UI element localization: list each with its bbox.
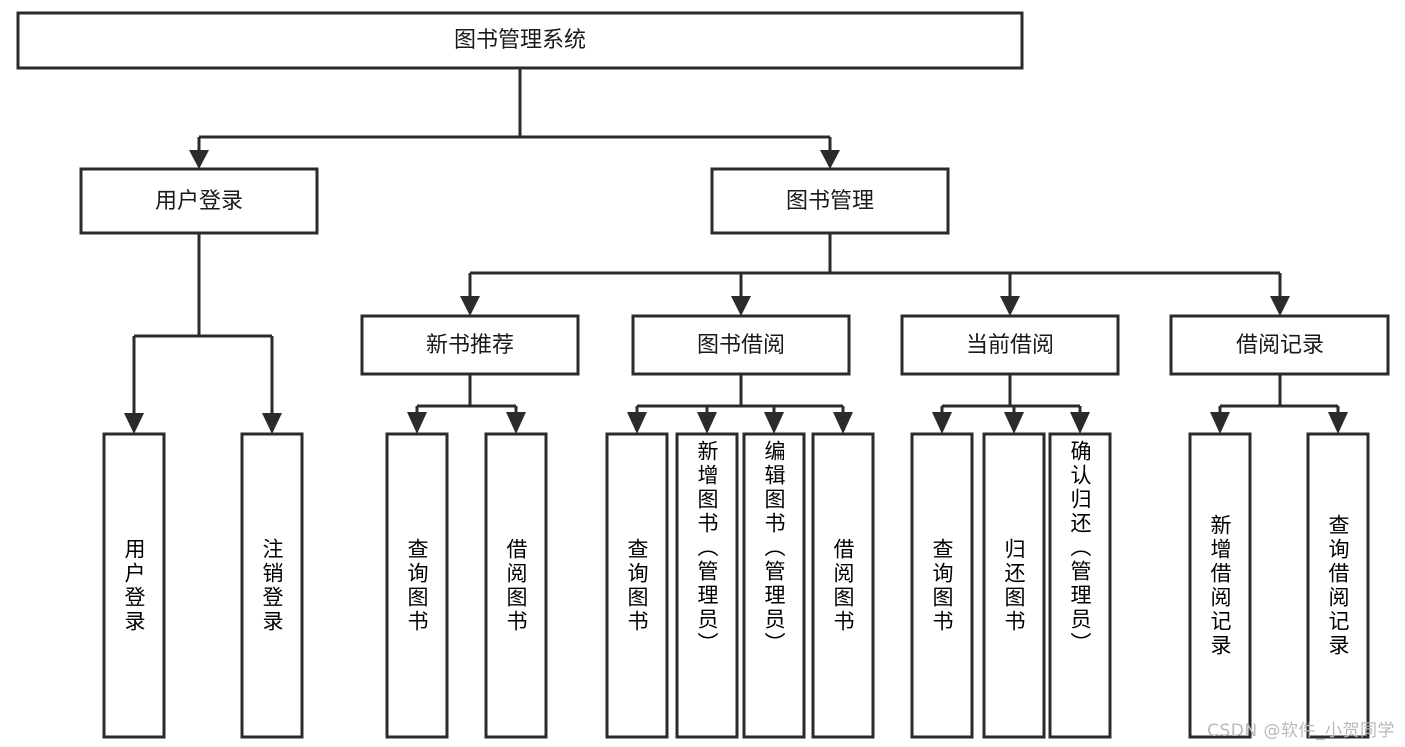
leaf-add-book-label: 新增图书（管理员）: [695, 440, 719, 656]
node-book-manage-label: 图书管理: [786, 189, 874, 214]
arrow-head-icon: [1004, 412, 1024, 434]
arrow-head-icon: [407, 412, 427, 434]
leaf-add-record-box: [1188, 432, 1252, 739]
node-current-borrow-label: 当前借阅: [966, 333, 1054, 358]
leaf-query-record[interactable]: 查询借阅记录: [1306, 432, 1370, 739]
leaf-user-login-label: 用户登录: [122, 537, 146, 634]
leaf-query-book-2-textwrap: 查询图书: [625, 537, 649, 634]
leaf-query-book-2-label: 查询图书: [625, 537, 649, 634]
leaf-query-book-3-textwrap: 查询图书: [930, 537, 954, 634]
leaf-borrow-book-1-label: 借阅图书: [504, 537, 528, 634]
arrow-head-icon: [697, 412, 717, 434]
connector-current-borrow-to-leaves: [932, 374, 1090, 434]
leaf-user-login[interactable]: 用户登录: [102, 432, 166, 739]
leaf-add-record[interactable]: 新增借阅记录: [1188, 432, 1252, 739]
node-book-borrow-label: 图书借阅: [697, 333, 785, 358]
node-root-label: 图书管理系统: [454, 28, 586, 53]
leaf-query-book-3-label: 查询图书: [930, 537, 954, 634]
leaf-logout-box: [240, 432, 304, 739]
node-borrow-record-label: 借阅记录: [1236, 333, 1324, 358]
leaf-add-record-textwrap: 新增借阅记录: [1208, 513, 1232, 658]
node-borrow-record[interactable]: 借阅记录: [1169, 314, 1390, 376]
connector-new-book-recommend-to-leaves: [407, 374, 526, 434]
leaf-return-book-textwrap: 归还图书: [1002, 537, 1026, 634]
leaf-add-book-box: [675, 432, 739, 739]
leaf-query-book-3-box: [910, 432, 974, 739]
arrow-head-icon: [833, 412, 853, 434]
leaf-user-login-box: [102, 432, 166, 739]
connector-book-borrow-to-leaves: [627, 374, 853, 434]
leaf-edit-book-label: 编辑图书（管理员）: [762, 440, 786, 656]
arrow-head-icon: [932, 412, 952, 434]
arrow-head-icon: [627, 412, 647, 434]
leaf-query-book-2-box: [605, 432, 669, 739]
leaf-logout-label: 注销登录: [260, 537, 284, 634]
node-user-login-box: [79, 167, 319, 235]
leaf-borrow-book-1-textwrap: 借阅图书: [504, 537, 528, 634]
leaf-add-book-textwrap: 新增图书（管理员）: [695, 440, 719, 656]
leaf-borrow-book-2-label: 借阅图书: [831, 537, 855, 634]
arrow-head-icon: [460, 296, 480, 316]
node-current-borrow-box: [900, 314, 1120, 376]
arrow-head-icon: [189, 150, 209, 169]
arrow-head-icon: [1000, 296, 1020, 316]
leaf-query-record-label: 查询借阅记录: [1326, 513, 1350, 658]
node-user-login-label: 用户登录: [155, 189, 243, 214]
arrow-head-icon: [1210, 412, 1230, 434]
node-new-book-recommend-box: [360, 314, 580, 376]
leaf-query-book-1-box: [385, 432, 449, 739]
leaf-edit-book[interactable]: 编辑图书（管理员）: [742, 432, 806, 739]
leaf-query-record-box: [1306, 432, 1370, 739]
arrow-head-icon: [820, 150, 840, 169]
leaf-return-book-box: [982, 432, 1046, 739]
leaf-add-book[interactable]: 新增图书（管理员）: [675, 432, 739, 739]
leaf-return-book-label: 归还图书: [1002, 537, 1026, 634]
node-book-borrow[interactable]: 图书借阅: [631, 314, 851, 376]
leaf-confirm-return-textwrap: 确认归还（管理员）: [1068, 440, 1092, 656]
leaf-add-record-label: 新增借阅记录: [1208, 513, 1232, 658]
node-new-book-recommend[interactable]: 新书推荐: [360, 314, 580, 376]
node-user-login[interactable]: 用户登录: [79, 167, 319, 235]
leaf-query-book-1-label: 查询图书: [405, 537, 429, 634]
leaf-logout-textwrap: 注销登录: [260, 537, 284, 634]
leaf-query-record-textwrap: 查询借阅记录: [1326, 513, 1350, 658]
arrow-head-icon: [731, 296, 751, 316]
leaf-edit-book-textwrap: 编辑图书（管理员）: [762, 440, 786, 656]
connector-root-to-level2: [189, 68, 840, 169]
leaf-borrow-book-1-box: [484, 432, 548, 739]
leaf-borrow-book-2-box: [811, 432, 875, 739]
node-book-manage[interactable]: 图书管理: [710, 167, 950, 235]
leaf-borrow-book-2[interactable]: 借阅图书: [811, 432, 875, 739]
node-new-book-recommend-label: 新书推荐: [426, 333, 514, 358]
node-root-box: [16, 11, 1024, 70]
connector-user-login-to-leaves: [124, 233, 282, 434]
leaf-confirm-return[interactable]: 确认归还（管理员）: [1048, 432, 1112, 739]
leaf-query-book-1-textwrap: 查询图书: [405, 537, 429, 634]
leaf-confirm-return-box: [1048, 432, 1112, 739]
connector-book-manage-to-level3: [460, 233, 1290, 316]
node-current-borrow[interactable]: 当前借阅: [900, 314, 1120, 376]
leaf-edit-book-box: [742, 432, 806, 739]
node-root[interactable]: 图书管理系统: [16, 11, 1024, 70]
arrow-head-icon: [124, 413, 144, 434]
leaf-query-book-2[interactable]: 查询图书: [605, 432, 669, 739]
connector-borrow-record-to-leaves: [1210, 374, 1348, 434]
arrow-head-icon: [764, 412, 784, 434]
arrow-head-icon: [262, 413, 282, 434]
leaf-user-login-textwrap: 用户登录: [122, 537, 146, 634]
leaf-query-book-1[interactable]: 查询图书: [385, 432, 449, 739]
arrow-head-icon: [1270, 296, 1290, 316]
arrow-head-icon: [506, 412, 526, 434]
arrow-head-icon: [1070, 412, 1090, 434]
leaf-borrow-book-1[interactable]: 借阅图书: [484, 432, 548, 739]
leaf-confirm-return-label: 确认归还（管理员）: [1068, 440, 1092, 656]
leaf-borrow-book-2-textwrap: 借阅图书: [831, 537, 855, 634]
arrow-head-icon: [1328, 412, 1348, 434]
leaf-return-book[interactable]: 归还图书: [982, 432, 1046, 739]
leaf-query-book-3[interactable]: 查询图书: [910, 432, 974, 739]
leaf-logout[interactable]: 注销登录: [240, 432, 304, 739]
